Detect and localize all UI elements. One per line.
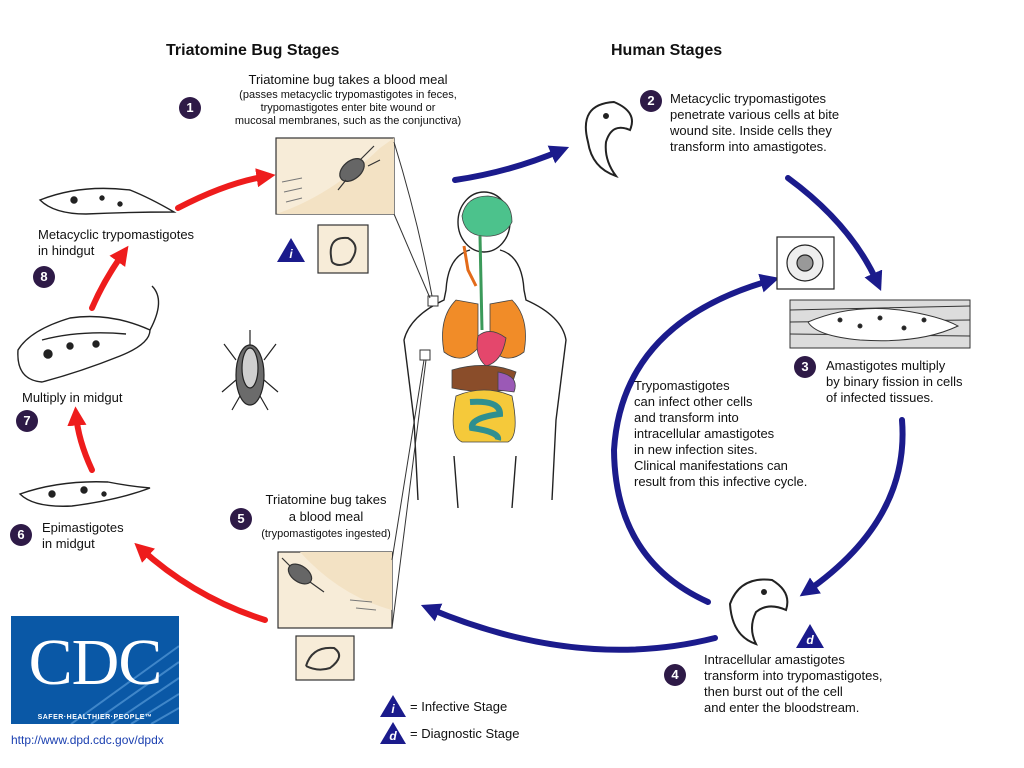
stage-5-line-1: Triatomine bug takes	[265, 492, 387, 507]
trypo-inset-1	[317, 224, 369, 274]
infected-tissue-stage-3	[789, 299, 971, 349]
bug-stages-header: Triatomine Bug Stages	[166, 42, 340, 59]
arrow-8-to-1	[175, 168, 276, 211]
arrow-3-to-4	[799, 417, 906, 597]
legend-infective-label: = Infective Stage	[410, 699, 508, 714]
triangle-icon	[277, 238, 305, 262]
trypomastigote-stage-8	[38, 187, 177, 215]
stage-2-line-1: Metacyclic trypomastigotes	[670, 91, 827, 106]
stage-4-line-2: transform into trypomastigotes,	[704, 668, 883, 683]
cell-inset-stage-3	[776, 236, 835, 290]
stage-6-line-2: in midgut	[42, 536, 95, 551]
stage-8-line-1: Metacyclic trypomastigotes	[38, 227, 195, 242]
cdc-logo: CDC SAFER·HEALTHIER·PEOPLE™	[11, 616, 179, 724]
stage-8-line-2: in hindgut	[38, 243, 95, 258]
trypomastigote-stage-4	[728, 578, 789, 646]
infective-stage-marker: i	[277, 238, 305, 262]
diagnostic-stage-marker: d	[796, 624, 824, 648]
logo-stripes	[70, 645, 179, 724]
stage-3-line-2: by binary fission in cells	[826, 374, 963, 389]
triatomine-bug	[221, 330, 279, 411]
legend-infective-letter: i	[391, 702, 395, 716]
legend-infective-marker: i	[380, 695, 406, 717]
stage-5-detail: (trypomastigotes ingested)	[261, 528, 391, 540]
arrow-2-to-3	[785, 175, 883, 292]
stage-badge-5: 5	[230, 508, 252, 530]
legend-diagnostic-letter: d	[389, 729, 397, 743]
stage-badge-7: 7	[16, 410, 38, 432]
diagnostic-marker-letter: d	[806, 633, 814, 647]
stage-badge-3: 3	[794, 356, 816, 378]
center-note-line-1: Trypomastigotes	[634, 378, 730, 393]
body-callouts	[391, 141, 439, 629]
stage-7-line-1: Multiply in midgut	[22, 390, 123, 405]
stage-4-line-3: then burst out of the cell	[704, 684, 843, 699]
stage-1-detail-line-1: (passes metacyclic trypomastigotes in fe…	[239, 89, 457, 101]
stage-3-line-3: of infected tissues.	[826, 390, 934, 405]
stage-1-detail-line-3: mucosal membranes, such as the conjuncti…	[234, 115, 462, 127]
arrow-7-to-8	[89, 245, 129, 311]
center-note-line-6: Clinical manifestations can	[634, 458, 788, 473]
trypomastigote-stage-2	[584, 100, 633, 178]
stage-5-line-2: a blood meal	[288, 509, 364, 524]
stage-badge-8: 8	[33, 266, 55, 288]
stage-badge-1: 1	[179, 97, 201, 119]
stage-2-line-3: wound site. Inside cells they	[670, 123, 832, 138]
center-note-line-5: in new infection sites.	[634, 442, 758, 457]
organs	[442, 195, 526, 443]
infective-marker-letter: i	[289, 247, 293, 261]
bug-cycle-arrows	[67, 168, 276, 623]
human-cycle-arrows	[420, 145, 906, 653]
stage-1-title: Triatomine bug takes a blood meal	[248, 72, 448, 87]
triangle-icon	[380, 722, 406, 744]
bite-panel-5	[277, 551, 393, 629]
bite-panel-1	[275, 137, 395, 215]
stage-4-line-1: Intracellular amastigotes	[704, 652, 845, 667]
cdc-logo-text: CDC	[28, 626, 163, 699]
arrow-1-to-2	[452, 145, 570, 183]
center-note-line-4: intracellular amastigotes	[634, 426, 775, 441]
source-url[interactable]: http://www.dpd.cdc.gov/dpdx	[11, 733, 164, 747]
triangle-icon	[380, 695, 406, 717]
stage-6-line-1: Epimastigotes	[42, 520, 124, 535]
legend-diagnostic-label: = Diagnostic Stage	[410, 726, 520, 741]
arrow-reinfect	[610, 273, 780, 605]
center-note-line-3: and transform into	[634, 410, 739, 425]
legend-diagnostic-marker: d	[380, 722, 406, 744]
human-stages-header: Human Stages	[611, 42, 723, 59]
arrow-4-to-5	[420, 603, 718, 653]
epimastigote-stage-6	[18, 481, 151, 507]
stage-1-detail-line-2: trypomastigotes enter bite wound or	[260, 102, 436, 114]
stage-badge-4: 4	[664, 664, 686, 686]
dividing-epimastigotes-stage-7	[17, 285, 160, 383]
arrow-6-to-7	[67, 406, 95, 473]
arrow-5-to-6	[134, 542, 268, 623]
stage-2-line-4: transform into amastigotes.	[670, 139, 827, 154]
cdc-logo-tagline: SAFER·HEALTHIER·PEOPLE™	[37, 714, 153, 721]
stage-badge-2: 2	[640, 90, 662, 112]
stage-badge-6: 6	[10, 524, 32, 546]
center-note-line-7: result from this infective cycle.	[634, 474, 808, 489]
stage-2-line-2: penetrate various cells at bite	[670, 107, 840, 122]
trypo-inset-5	[295, 635, 355, 681]
stage-3-line-1: Amastigotes multiply	[826, 358, 946, 373]
center-note-line-2: can infect other cells	[634, 394, 753, 409]
triangle-icon	[796, 624, 824, 648]
stage-4-line-4: and enter the bloodstream.	[704, 700, 860, 715]
